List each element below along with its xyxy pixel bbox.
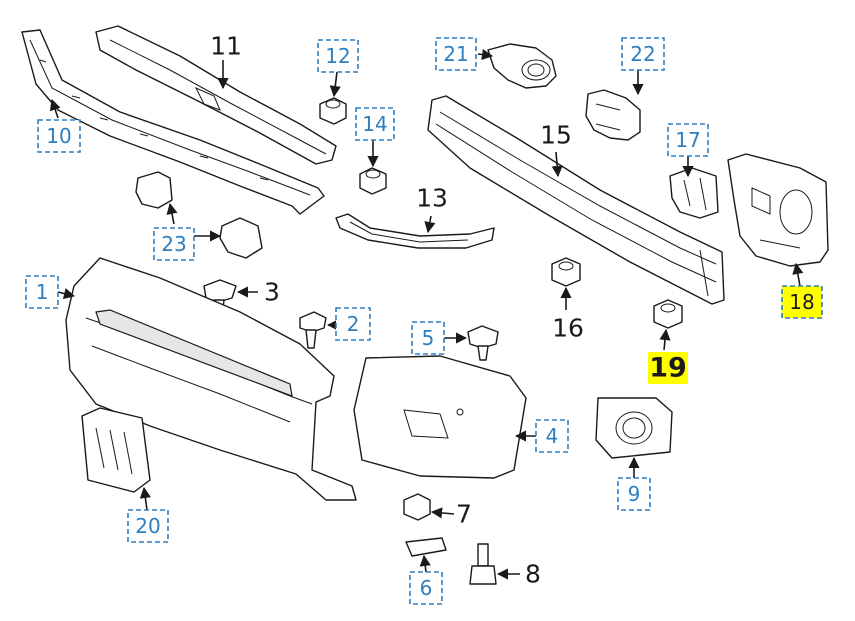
callout-19: 19 bbox=[648, 352, 688, 384]
part-8-bolt bbox=[469, 543, 497, 585]
callout-21-label: 21 bbox=[443, 42, 468, 66]
callout-9: 9 bbox=[617, 477, 651, 511]
part-20-license-bracket bbox=[81, 407, 151, 493]
part-18-side-bracket bbox=[727, 153, 829, 267]
callout-22-label: 22 bbox=[630, 42, 655, 66]
part-7-clip bbox=[403, 493, 431, 521]
callout-11: 11 bbox=[210, 32, 242, 61]
part-5-clip bbox=[467, 325, 499, 361]
callout-13: 13 bbox=[416, 184, 448, 213]
callout-5-label: 5 bbox=[422, 326, 435, 350]
part-2-bolt bbox=[299, 311, 327, 349]
part-12-nut bbox=[319, 97, 347, 125]
callout-18-label: 18 bbox=[789, 290, 814, 314]
part-13-bracket-strip bbox=[335, 213, 495, 249]
callout-15: 15 bbox=[540, 121, 572, 150]
part-22-sensor-bracket bbox=[585, 89, 641, 141]
callout-4: 4 bbox=[535, 419, 569, 453]
callout-3: 3 bbox=[264, 278, 280, 307]
callout-10-label: 10 bbox=[46, 124, 71, 148]
callout-2: 2 bbox=[335, 307, 371, 341]
callout-8-label: 8 bbox=[525, 560, 541, 589]
callout-23: 23 bbox=[153, 227, 195, 261]
callout-21: 21 bbox=[435, 37, 477, 71]
callout-1-label: 1 bbox=[36, 280, 49, 304]
callout-8: 8 bbox=[525, 560, 541, 589]
callout-7-label: 7 bbox=[456, 500, 472, 529]
callout-17: 17 bbox=[667, 123, 709, 157]
callout-9-label: 9 bbox=[628, 482, 641, 506]
callout-18: 18 bbox=[781, 285, 823, 319]
callout-11-label: 11 bbox=[210, 32, 242, 61]
part-21-sensor bbox=[487, 43, 557, 89]
part-10-reinforcement-strip bbox=[21, 29, 325, 215]
callout-16: 16 bbox=[552, 314, 584, 343]
part-15-reinforcement-beam bbox=[427, 95, 725, 305]
callout-3-label: 3 bbox=[264, 278, 280, 307]
callout-17-label: 17 bbox=[675, 128, 700, 152]
callout-2-label: 2 bbox=[347, 312, 360, 336]
callout-6-label: 6 bbox=[420, 576, 433, 600]
part-1-bumper-cover bbox=[65, 257, 357, 501]
callout-19-label: 19 bbox=[649, 353, 687, 384]
part-6-retainer bbox=[405, 537, 447, 557]
part-14-nut bbox=[359, 167, 387, 195]
callout-16-label: 16 bbox=[552, 314, 584, 343]
part-17-bracket bbox=[669, 167, 719, 219]
callout-4-label: 4 bbox=[546, 424, 559, 448]
part-9-fog-lamp-bezel bbox=[595, 397, 673, 459]
part-19-nut bbox=[653, 299, 683, 329]
part-23-brackets bbox=[135, 171, 263, 259]
callout-6: 6 bbox=[409, 571, 443, 605]
callout-12: 12 bbox=[317, 39, 359, 73]
part-16-nut bbox=[551, 257, 581, 287]
callout-23-label: 23 bbox=[161, 232, 186, 256]
callout-14-label: 14 bbox=[362, 112, 387, 136]
callout-5: 5 bbox=[411, 321, 445, 355]
callout-22: 22 bbox=[621, 37, 665, 71]
callout-20: 20 bbox=[127, 509, 169, 543]
leader-lines bbox=[49, 49, 804, 580]
part-4-bumper-end bbox=[353, 355, 527, 479]
part-11-upper-retainer bbox=[95, 25, 337, 165]
callout-7: 7 bbox=[456, 500, 472, 529]
callout-15-label: 15 bbox=[540, 121, 572, 150]
callout-20-label: 20 bbox=[135, 514, 160, 538]
callout-12-label: 12 bbox=[325, 44, 350, 68]
callout-1: 1 bbox=[25, 275, 59, 309]
callout-10: 10 bbox=[37, 119, 81, 153]
callout-13-label: 13 bbox=[416, 184, 448, 213]
callout-14: 14 bbox=[355, 107, 395, 141]
